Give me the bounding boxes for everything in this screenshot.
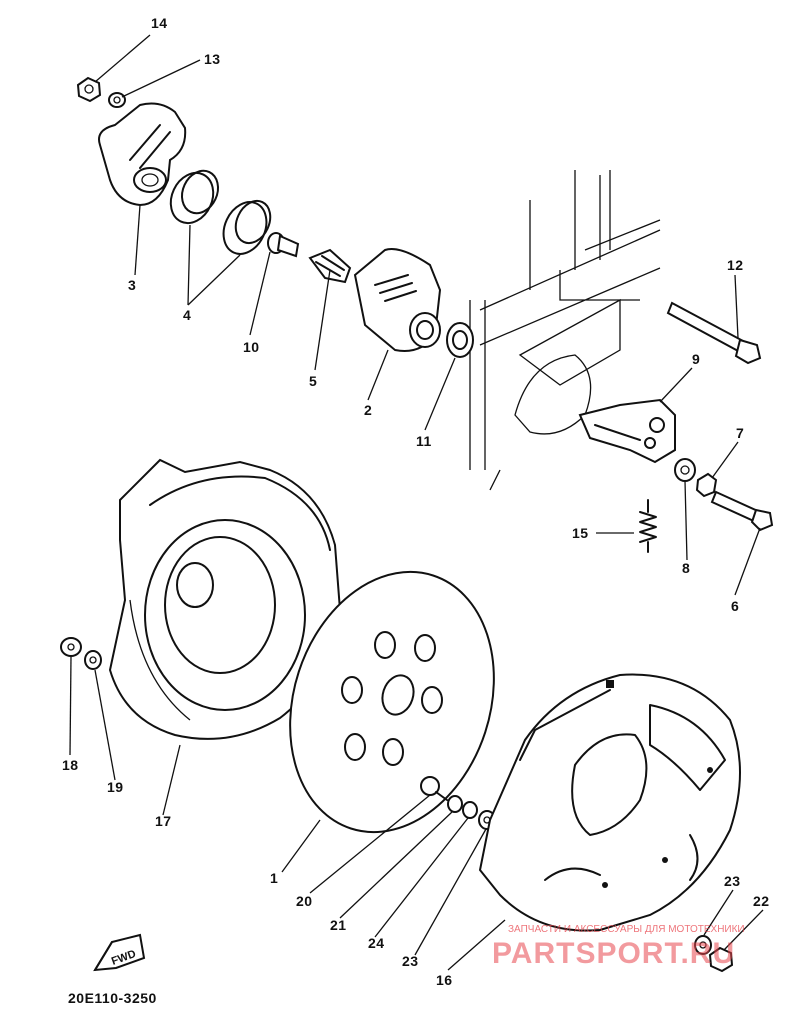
part-10-pin (267, 232, 300, 258)
part-6-bolt (710, 490, 774, 532)
part-20-bolt (420, 776, 448, 801)
callout-12: 12 (727, 257, 744, 273)
part-4-cups (169, 169, 272, 255)
callout-14: 14 (151, 15, 168, 31)
callout-4: 4 (183, 307, 191, 323)
callout-17: 17 (155, 813, 172, 829)
part-15-spring (639, 499, 657, 553)
callout-16: 16 (436, 972, 453, 988)
part-5-lever (308, 248, 352, 284)
part-24-washer (462, 801, 478, 819)
part-2-housing (353, 248, 442, 352)
callout-24: 24 (368, 935, 385, 951)
callout-6: 6 (731, 598, 739, 614)
callout-7: 7 (736, 425, 744, 441)
fwd-arrow-icon: FWD (93, 933, 146, 972)
callout-10: 10 (243, 339, 260, 355)
leader-lines (69, 34, 764, 971)
callout-1: 1 (270, 870, 278, 886)
watermark-top-line: ЗАПЧАСТИ И АКСЕССУАРЫ ДЛЯ МОТОТЕХНИКИ (508, 924, 745, 935)
callout-13: 13 (204, 51, 221, 67)
part-19-washer (84, 650, 102, 670)
part-1-disc (289, 570, 495, 834)
callout-8: 8 (682, 560, 690, 576)
callout-19: 19 (107, 779, 124, 795)
part-11-seal (446, 322, 474, 358)
callout-2: 2 (364, 402, 372, 418)
callout-9: 9 (692, 351, 700, 367)
part-14-nut (76, 76, 102, 103)
callout-3: 3 (128, 277, 136, 293)
watermark: ЗАПЧАСТИ И АКСЕССУАРЫ ДЛЯ МОТОТЕХНИКИ PA… (492, 924, 745, 970)
part-21-washer (447, 795, 463, 813)
engine-case-outline (469, 170, 661, 491)
part-9-lever (578, 398, 676, 464)
part-16-cover (478, 673, 741, 932)
callout-18: 18 (62, 757, 79, 773)
callout-23a: 23 (402, 953, 419, 969)
part-17-cover (108, 458, 342, 740)
part-22-nut (708, 946, 734, 973)
callout-22: 22 (753, 893, 770, 909)
part-23-washer-b (694, 935, 712, 955)
callout-5: 5 (309, 373, 317, 389)
callout-23b: 23 (724, 873, 741, 889)
callout-21: 21 (330, 917, 347, 933)
part-7-nut (695, 472, 718, 498)
part-13-washer (108, 92, 126, 108)
part-18-bolt (60, 637, 82, 657)
part-12-bolt (666, 301, 762, 365)
callout-11: 11 (416, 433, 432, 449)
part-8-washer (674, 458, 696, 482)
callout-labels: 14 13 3 4 10 5 2 11 12 9 7 15 8 6 18 19 … (62, 15, 770, 988)
callout-15: 15 (572, 525, 589, 541)
watermark-brand: PARTSPORT.RU (492, 937, 735, 970)
callout-20: 20 (296, 893, 313, 909)
diagram-code: 20E110-3250 (68, 990, 157, 1006)
part-3-bracket (98, 102, 187, 207)
